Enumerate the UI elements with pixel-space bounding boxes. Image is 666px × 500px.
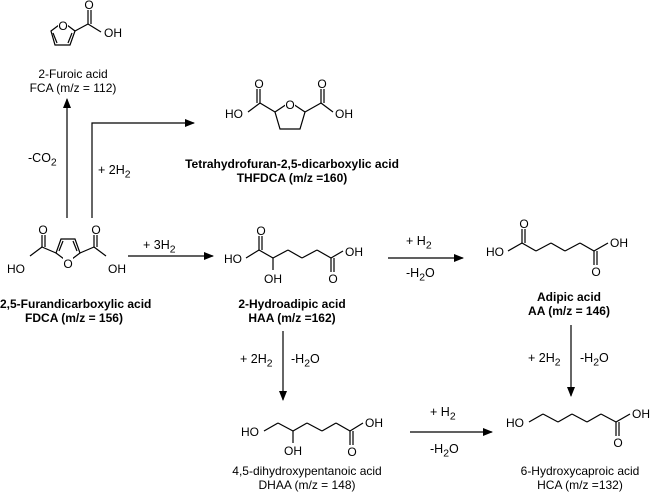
aa-to-hca-conditions: + 2H2 (528, 351, 561, 369)
aa-ho: HO (486, 245, 504, 259)
arrow-fdca-to-thfdca (91, 119, 195, 218)
aa-abbr: AA (m/z = 146) (528, 304, 610, 318)
thfdca-o-left: O (254, 77, 263, 91)
aa-structure (507, 229, 609, 265)
dhaa-hydroxy-oh: OH (284, 444, 302, 458)
fdca-to-thfdca-reagent: + 2H2 (98, 163, 131, 181)
haa-name: 2-Hydroadipic acid (238, 297, 346, 311)
thfdca-name: Tetrahydrofuran-2,5-dicarboxylic acid (185, 157, 399, 171)
aa-to-hca-byproduct: -H2O (580, 351, 609, 369)
hca-ho: HO (506, 416, 524, 430)
haa-abbr: HAA (m/z =162) (248, 311, 336, 325)
aa-label: Adipic acid AA (m/z = 146) (519, 290, 619, 318)
thfdca-ho: HO (225, 107, 243, 121)
fca-ring-o: O (58, 19, 67, 33)
haa-ho: HO (224, 252, 242, 266)
dhaa-to-hca-byproduct: -H2O (430, 442, 459, 460)
hca-o: O (613, 436, 622, 450)
fdca-ho: HO (7, 262, 25, 276)
hca-name: 6-Hydroxycaproic acid (520, 464, 640, 478)
dhaa-structure (263, 422, 364, 445)
thfdca-oh: OH (335, 107, 353, 121)
aa-o-left: O (519, 217, 528, 231)
thfdca-ring-o: O (285, 98, 294, 112)
dhaa-abbr: DHAA (m/z = 148) (258, 478, 356, 492)
hca-abbr: HCA (m/z =132) (537, 478, 623, 492)
fdca-name: 2,5-Furandicarboxylic acid (0, 297, 152, 311)
thfdca-structure (247, 89, 334, 130)
fdca-label: 2,5-Furandicarboxylic acid FDCA (m/z = 1… (0, 297, 152, 325)
hca-oh: OH (632, 407, 650, 421)
fdca-to-fca-reagent: -CO2 (28, 151, 57, 169)
haa-to-aa-byproduct: -H2O (406, 266, 435, 284)
dhaa-o: O (347, 445, 356, 459)
haa-o-left: O (256, 224, 265, 238)
thfdca-o-right: O (317, 77, 326, 91)
fdca-to-haa-reagent: + 3H2 (143, 238, 176, 256)
dhaa-name: 4,5-dihydroxypentanoic acid (232, 464, 382, 478)
thfdca-label: Tetrahydrofuran-2,5-dicarboxylic acid TH… (182, 157, 402, 185)
aa-oh: OH (610, 236, 628, 250)
hca-label: 6-Hydroxycaproic acid HCA (m/z =132) (515, 464, 645, 492)
aa-name: Adipic acid (536, 290, 601, 304)
fdca-o-right: O (91, 223, 100, 237)
fca-structure (50, 10, 102, 46)
aa-o-right: O (591, 265, 600, 279)
fdca-abbr: FDCA (m/z = 156) (25, 311, 123, 325)
dhaa-ho: HO (241, 425, 259, 439)
haa-structure (245, 236, 344, 272)
fdca-ring-o: O (63, 257, 72, 271)
fca-name: 2-Furoic acid (38, 67, 108, 81)
haa-hydroxy-oh: OH (264, 272, 282, 286)
fdca-structure (29, 235, 107, 263)
haa-to-dhaa-conditions: + 2H2 (240, 352, 273, 370)
thfdca-abbr: THFDCA (m/z =160) (236, 171, 348, 185)
dhaa-label: 4,5-dihydroxypentanoic acid DHAA (m/z = … (222, 464, 392, 492)
haa-oh: OH (345, 245, 363, 259)
hca-structure (528, 413, 631, 436)
fca-label: 2-Furoic acid FCA (m/z = 112) (28, 67, 118, 95)
dhaa-oh: OH (365, 416, 383, 430)
haa-to-dhaa-byproduct: -H2O (291, 352, 320, 370)
fdca-oh: OH (108, 262, 126, 276)
haa-to-aa-reagent: + H2 (406, 234, 432, 252)
fca-abbr: FCA (m/z = 112) (29, 81, 117, 95)
fca-oh: OH (104, 26, 122, 40)
haa-label: 2-Hydroadipic acid HAA (m/z =162) (232, 297, 352, 325)
dhaa-to-hca-reagent: + H2 (430, 405, 456, 423)
fdca-o-left: O (38, 223, 47, 237)
haa-o-right: O (328, 272, 337, 286)
fca-carbonyl-o: O (84, 0, 93, 12)
